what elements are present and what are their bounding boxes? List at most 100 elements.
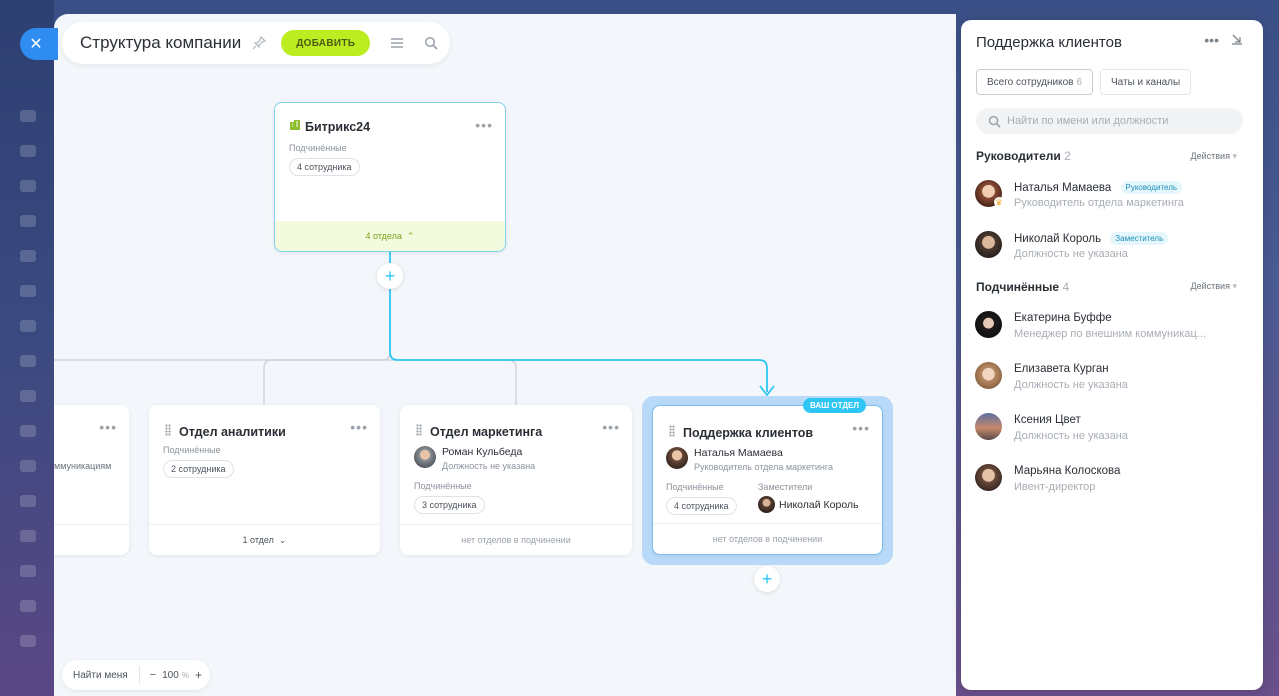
search-placeholder: Найти по имени или должности bbox=[1007, 115, 1169, 127]
head-entry-name[interactable]: Наталья Мамаева Руководитель bbox=[1014, 181, 1183, 194]
add-child-button[interactable]: + bbox=[754, 566, 780, 592]
subordinate-name[interactable]: Марьяна Колоскова bbox=[1014, 465, 1121, 477]
department-details-panel: Поддержка клиентов ••• Всего сотрудников… bbox=[961, 20, 1263, 690]
chevron-down-icon: ⌄ bbox=[278, 534, 287, 545]
more-icon[interactable]: ••• bbox=[602, 419, 620, 435]
collapse-icon[interactable] bbox=[1231, 33, 1243, 45]
department-footer: нет отделов в подчинении bbox=[653, 523, 882, 554]
person-name: Николай Король bbox=[1014, 233, 1102, 245]
subordinate-name[interactable]: Екатерина Буффе bbox=[1014, 312, 1112, 324]
head-name[interactable]: Роман Кульбеда bbox=[442, 446, 523, 458]
employees-count-pill[interactable]: 4 сотрудника bbox=[666, 497, 737, 515]
more-icon[interactable]: ••• bbox=[350, 419, 368, 435]
department-card-analytics[interactable]: Отдел аналитики ••• Подчинённые 2 сотруд… bbox=[149, 405, 380, 555]
search-icon bbox=[988, 115, 1001, 128]
close-icon: ✕ bbox=[29, 36, 43, 53]
subordinates-actions-dropdown[interactable]: Действия ▾ bbox=[1191, 281, 1237, 292]
bg-menu-icon bbox=[20, 250, 36, 262]
bg-menu-icon bbox=[20, 110, 36, 122]
avatar[interactable] bbox=[666, 447, 688, 469]
plus-icon: + bbox=[761, 568, 773, 589]
department-card-marketing[interactable]: Отдел маркетинга ••• Роман Кульбеда Долж… bbox=[400, 405, 632, 555]
deputies-label: Заместители bbox=[758, 482, 813, 492]
subdepartments-count: 1 отдел bbox=[242, 535, 274, 545]
add-button[interactable]: ДОБАВИТЬ bbox=[281, 30, 371, 56]
your-department-badge: ВАШ ОТДЕЛ bbox=[803, 398, 866, 413]
bg-menu-icon bbox=[20, 425, 36, 437]
subordinates-label: Подчинённые bbox=[414, 481, 472, 491]
tab-count: 6 bbox=[1076, 76, 1083, 88]
avatar[interactable] bbox=[975, 413, 1002, 440]
more-icon[interactable]: ••• bbox=[1204, 32, 1219, 48]
bg-menu-icon bbox=[20, 390, 36, 402]
search-icon[interactable] bbox=[424, 36, 438, 50]
find-me-button[interactable]: Найти меня bbox=[62, 666, 140, 684]
subordinate-role: Должность не указана bbox=[1014, 430, 1128, 442]
avatar[interactable] bbox=[414, 446, 436, 468]
zoom-in-button[interactable]: + bbox=[194, 668, 202, 682]
drag-handle-icon[interactable] bbox=[416, 424, 422, 436]
bg-menu-icon bbox=[20, 530, 36, 542]
tab-label: Чаты и каналы bbox=[1111, 76, 1181, 88]
actions-label: Действия bbox=[1190, 151, 1230, 161]
tab-all-employees[interactable]: Всего сотрудников 6 bbox=[976, 69, 1094, 95]
department-card-support[interactable]: ВАШ ОТДЕЛ Поддержка клиентов ••• Наталья… bbox=[652, 398, 883, 555]
head-role: Руководитель отдела маркетинга bbox=[694, 462, 833, 472]
panel-title: Поддержка клиентов bbox=[976, 34, 1122, 51]
department-name: Отдел маркетинга bbox=[430, 425, 543, 439]
partial-card-footer bbox=[54, 524, 129, 555]
more-icon[interactable]: ••• bbox=[475, 117, 493, 133]
employees-count-pill[interactable]: 2 сотрудника bbox=[163, 460, 234, 478]
root-department-card[interactable]: Битрикс24 ••• Подчинённые 4 сотрудника 4… bbox=[274, 102, 506, 252]
root-card-footer[interactable]: 4 отдела ⌃ bbox=[275, 221, 505, 251]
subordinates-label: Подчинённые bbox=[163, 445, 221, 455]
connector-lines bbox=[54, 252, 775, 405]
company-icon bbox=[290, 120, 300, 130]
subordinate-name[interactable]: Елизавета Курган bbox=[1014, 363, 1109, 375]
drag-handle-icon[interactable] bbox=[669, 425, 675, 437]
heads-actions-dropdown[interactable]: Действия ▾ bbox=[1191, 151, 1237, 162]
dropdown-arrow-icon: ▾ bbox=[1232, 281, 1237, 291]
avatar[interactable] bbox=[758, 496, 775, 513]
avatar[interactable] bbox=[975, 231, 1002, 258]
avatar[interactable] bbox=[975, 311, 1002, 338]
subordinate-role: Менеджер по внешним коммуникац... bbox=[1014, 328, 1206, 340]
employees-count-pill[interactable]: 4 сотрудника bbox=[289, 158, 360, 176]
deputy-name[interactable]: Николай Король bbox=[779, 499, 859, 511]
person-name: Наталья Мамаева bbox=[1014, 182, 1112, 194]
bg-menu-icon bbox=[20, 635, 36, 647]
page-title: Структура компании bbox=[80, 33, 242, 52]
avatar[interactable] bbox=[975, 464, 1002, 491]
head-name[interactable]: Наталья Мамаева bbox=[694, 447, 783, 459]
bg-menu-icon bbox=[20, 355, 36, 367]
org-chart-canvas[interactable]: Структура компании ДОБАВИТЬ Битрикс24 ••… bbox=[54, 14, 956, 696]
department-footer[interactable]: 1 отдел ⌄ bbox=[149, 524, 380, 555]
department-name: Отдел аналитики bbox=[179, 425, 286, 439]
partial-card-text: ммуникациям bbox=[54, 461, 112, 471]
head-entry-role: Должность не указана bbox=[1014, 248, 1128, 260]
bg-menu-icon bbox=[20, 215, 36, 227]
tab-chats-channels[interactable]: Чаты и каналы bbox=[1100, 69, 1192, 95]
crown-icon: ♛ bbox=[994, 197, 1004, 207]
add-child-button[interactable]: + bbox=[377, 263, 403, 289]
pin-icon[interactable] bbox=[251, 35, 267, 51]
more-icon[interactable]: ••• bbox=[852, 420, 870, 436]
employee-search-input[interactable]: Найти по имени или должности bbox=[976, 108, 1243, 134]
more-icon[interactable]: ••• bbox=[99, 419, 117, 435]
role-badge: Заместитель bbox=[1110, 232, 1169, 245]
subordinates-label: Подчинённые bbox=[666, 482, 724, 492]
partial-department-card[interactable]: ••• ммуникациям bbox=[54, 405, 129, 555]
section-count: 4 bbox=[1062, 280, 1070, 294]
bg-menu-icon bbox=[20, 320, 36, 332]
employees-count-pill[interactable]: 3 сотрудника bbox=[414, 496, 485, 514]
close-slider-button[interactable]: ✕ bbox=[20, 28, 58, 60]
zoom-out-button[interactable]: − bbox=[149, 669, 157, 681]
subordinates-section-title: Подчинённые 4 bbox=[976, 280, 1069, 294]
role-badge: Руководитель bbox=[1120, 181, 1183, 194]
head-entry-name[interactable]: Николай Король Заместитель bbox=[1014, 232, 1169, 245]
drag-handle-icon[interactable] bbox=[165, 424, 171, 436]
subordinate-name[interactable]: Ксения Цвет bbox=[1014, 414, 1081, 426]
menu-icon[interactable] bbox=[390, 36, 404, 50]
bg-menu-icon bbox=[20, 495, 36, 507]
avatar[interactable] bbox=[975, 362, 1002, 389]
